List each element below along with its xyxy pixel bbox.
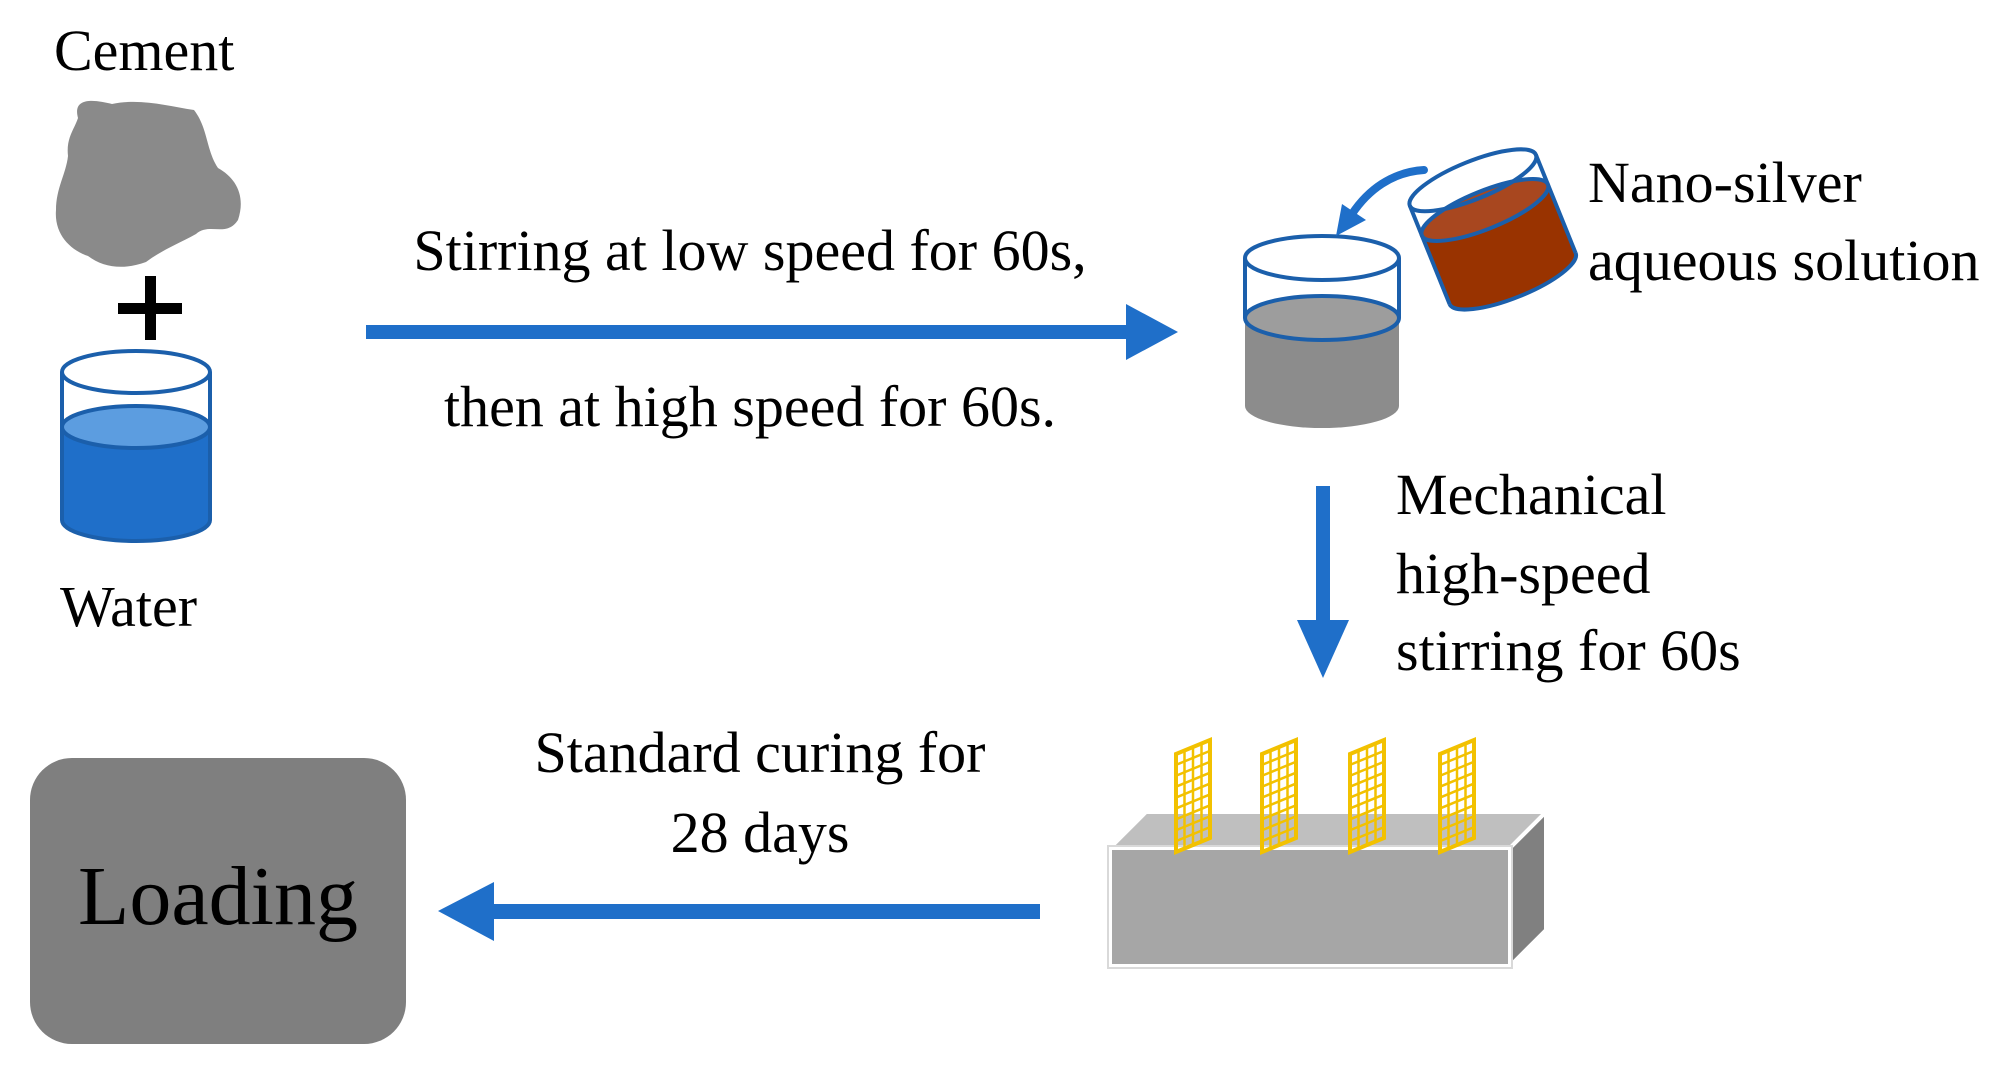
water-beaker-icon <box>60 349 212 543</box>
pour-arrow-icon <box>1336 166 1428 236</box>
arrow-left-icon <box>438 882 1040 941</box>
step2-line3: stirring for 60s <box>1396 618 1741 683</box>
step2-line2: high-speed <box>1396 541 1651 606</box>
concrete-specimen-icon <box>1105 807 1551 971</box>
additive-line1: Nano-silver <box>1588 150 1862 215</box>
arrow-right-icon <box>366 304 1178 360</box>
arrow-down-icon <box>1297 486 1349 678</box>
mesh-electrode-icon <box>1260 737 1298 855</box>
loading-label: Loading <box>78 850 358 943</box>
mesh-electrode-icon <box>1438 737 1476 855</box>
mesh-electrodes <box>1174 737 1476 855</box>
mesh-electrode-icon <box>1348 737 1386 855</box>
step1-line1: Stirring at low speed for 60s, <box>413 218 1087 283</box>
step1-line2: then at high speed for 60s. <box>443 374 1057 439</box>
water-label: Water <box>60 574 198 639</box>
loading-box: Loading <box>30 758 406 1044</box>
step3-line2: 28 days <box>670 800 850 865</box>
mixing-beaker-icon <box>1243 234 1401 428</box>
cement-label: Cement <box>54 18 235 83</box>
cement-lump-icon <box>55 100 241 267</box>
mesh-electrode-icon <box>1174 737 1212 855</box>
step3-line1: Standard curing for <box>534 720 986 785</box>
step2-line1: Mechanical <box>1396 462 1667 527</box>
additive-line2: aqueous solution <box>1588 228 1980 293</box>
nano-silver-beaker-icon <box>1407 147 1579 312</box>
plus-icon <box>118 276 182 340</box>
